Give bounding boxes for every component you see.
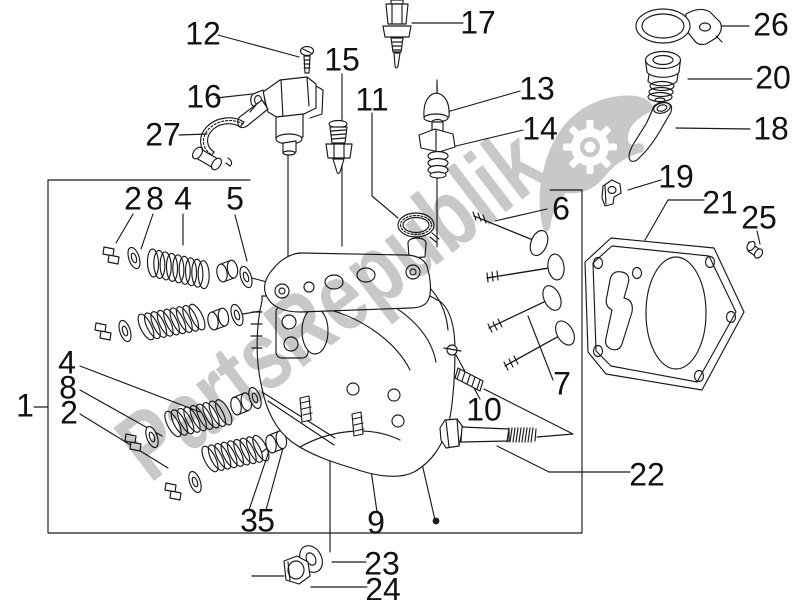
- breather-tube-part-18: [628, 101, 673, 163]
- valve: [503, 320, 575, 371]
- bolt-part-22: [439, 418, 537, 449]
- ring-part-26: [635, 8, 723, 46]
- valve: [472, 211, 549, 257]
- dowel-pin-part-25: [746, 240, 764, 259]
- ignition-coil-part-16: [237, 76, 324, 156]
- temp-sensor-part-17: [382, 0, 412, 69]
- valve: [486, 253, 565, 283]
- clip-part-19: [601, 179, 622, 207]
- cylinder-head: [250, 212, 462, 477]
- valves: [472, 211, 575, 371]
- valve: [487, 285, 562, 333]
- stud-part-10: [454, 367, 484, 392]
- screw-part-12: [299, 45, 315, 74]
- nut-part-24: [283, 555, 311, 585]
- head-gasket: [584, 237, 745, 391]
- fitting-part-14: [418, 118, 456, 179]
- cap-part-13: [423, 83, 450, 123]
- oil-cap-part-20: [644, 50, 682, 103]
- clamp-part-27: [191, 117, 245, 171]
- sensor-part-15: [325, 119, 353, 175]
